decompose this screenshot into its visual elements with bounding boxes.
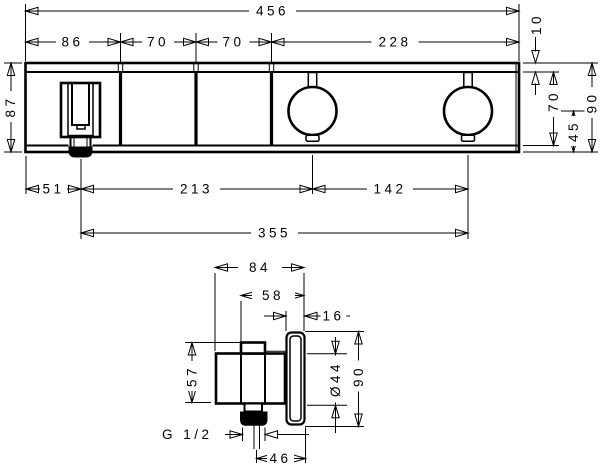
dim-label: 87 bbox=[3, 95, 18, 117]
knob-right-circle bbox=[442, 85, 494, 137]
side-view: 84 58 16 57 bbox=[162, 260, 366, 466]
trim-panel bbox=[24, 61, 521, 154]
knob-left bbox=[287, 71, 338, 143]
thread-label: G 1/2 bbox=[162, 427, 213, 442]
front-extension-lines bbox=[4, 4, 598, 239]
dim-label: 58 bbox=[262, 288, 284, 303]
dim-top-offset: 10 bbox=[529, 13, 544, 95]
dim-label: 355 bbox=[258, 226, 291, 241]
dim-label: 70 bbox=[147, 35, 169, 50]
dim-label: Ø44 bbox=[328, 361, 343, 397]
dim-label: 10 bbox=[529, 13, 544, 35]
dim-label: 16 bbox=[322, 309, 344, 324]
valve-body bbox=[214, 341, 287, 449]
dim-label: 45 bbox=[566, 120, 581, 142]
dim-label: 51 bbox=[42, 182, 64, 197]
dim-label: 70 bbox=[546, 90, 561, 112]
dim-chain-bottom: 51 213 142 bbox=[25, 182, 469, 197]
dim-label: 90 bbox=[351, 365, 366, 387]
dim-label: 70 bbox=[222, 35, 244, 50]
dim-label: 213 bbox=[180, 182, 213, 197]
dim-label: 456 bbox=[256, 4, 289, 19]
spout-outlet bbox=[68, 146, 93, 158]
body-outline bbox=[214, 352, 287, 405]
dim-label: 142 bbox=[373, 182, 406, 197]
dim-inner-height: 70 bbox=[546, 71, 561, 146]
dim-total-width: 456 bbox=[25, 4, 520, 19]
dim-label: 84 bbox=[249, 260, 271, 275]
dim-plate-height: 90 bbox=[351, 331, 366, 427]
nipple-collar bbox=[243, 402, 263, 413]
dim-label: 57 bbox=[185, 365, 200, 387]
dim-offset-46: 46 bbox=[256, 451, 306, 466]
mounting-plate bbox=[285, 331, 306, 426]
dim-label: 90 bbox=[585, 91, 600, 113]
dim-diameter: Ø44 bbox=[328, 337, 343, 433]
knob-right bbox=[442, 71, 494, 143]
dim-plate-depth: 16 bbox=[264, 309, 350, 324]
dim-chain-top: 86 70 70 228 bbox=[25, 35, 520, 50]
plate-outline bbox=[285, 331, 306, 426]
dim-label: 46 bbox=[269, 451, 291, 466]
dim-total-height: 90 bbox=[584, 62, 600, 153]
dim-body-height: 57 bbox=[184, 342, 200, 403]
dim-left-height: 87 bbox=[3, 62, 19, 153]
thread-nipple bbox=[240, 411, 268, 426]
front-view: 456 86 70 70 228 10 bbox=[3, 4, 600, 241]
body-top-step bbox=[239, 341, 267, 355]
handle-spout bbox=[59, 81, 102, 158]
knob-left-circle bbox=[287, 85, 338, 137]
dim-center-offset: 45 bbox=[566, 110, 581, 153]
dim-label: 228 bbox=[378, 35, 411, 50]
dim-span-total: 355 bbox=[80, 226, 469, 241]
side-extension-lines bbox=[185, 273, 364, 463]
dim-label: 86 bbox=[61, 35, 83, 50]
dim-depth-58: 58 bbox=[240, 288, 305, 303]
dim-depth-84: 84 bbox=[214, 260, 305, 275]
thread-callout: G 1/2 bbox=[162, 427, 309, 442]
